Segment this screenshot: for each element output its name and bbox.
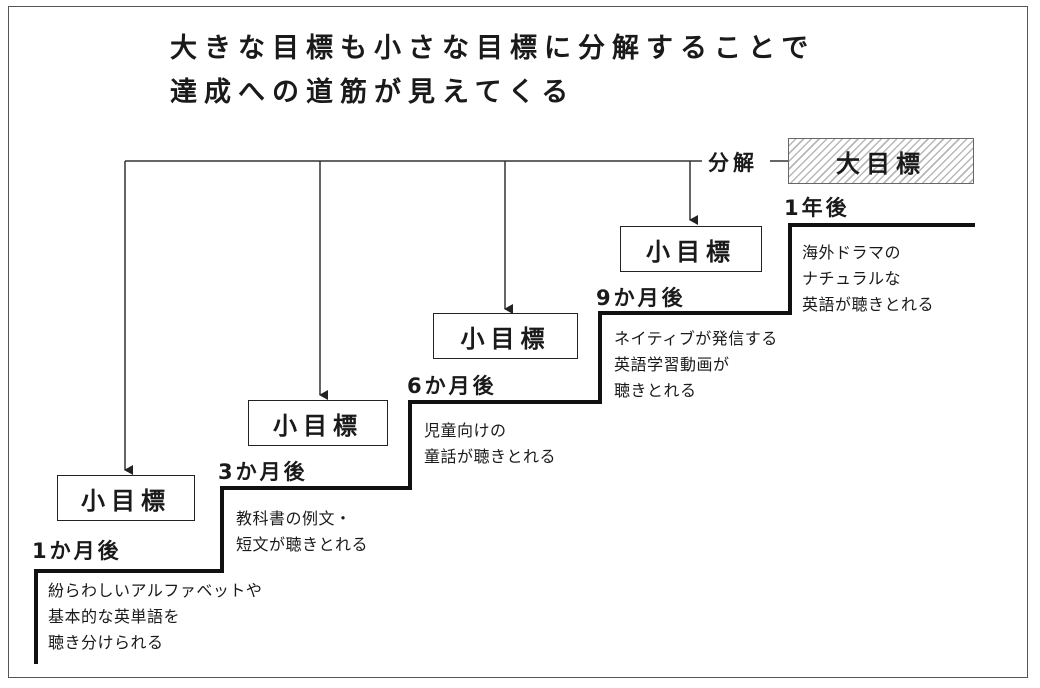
big-goal-desc-line: 英語が聴きとれる — [802, 295, 935, 314]
figure-frame — [8, 6, 1028, 678]
small-goal-time-2: 3か月後 — [218, 460, 308, 484]
small-goal-description-2: 教科書の例文・ 短文が聴きとれる — [236, 506, 368, 558]
small-goal-desc-line: ネイティブが発信する — [614, 329, 778, 348]
decompose-label: 分解 — [706, 147, 760, 177]
small-goal-desc-line: 紛らわしいアルファベットや — [48, 581, 263, 600]
small-goal-time-3: 6か月後 — [407, 374, 497, 398]
small-goal-box-3: 小目標 — [433, 313, 578, 359]
small-goal-desc-line: 童話が聴きとれる — [424, 447, 557, 466]
small-goal-desc-line: 基本的な英単語を — [48, 607, 181, 626]
small-goal-label: 小目標 — [646, 237, 736, 266]
big-goal-label: 大目標 — [836, 149, 926, 178]
small-goal-desc-line: 聴き分けられる — [48, 633, 164, 652]
big-goal-description: 海外ドラマの ナチュラルな 英語が聴きとれる — [802, 240, 934, 318]
small-goal-label: 小目標 — [460, 324, 551, 353]
small-goal-time-1: 1か月後 — [32, 539, 122, 563]
title-line-2: 達成への道筋が見えてくる — [170, 77, 576, 108]
small-goal-description-3: 児童向けの 童話が聴きとれる — [424, 418, 556, 470]
small-goal-box-1: 小目標 — [57, 475, 195, 521]
big-goal-desc-line: 海外ドラマの — [802, 243, 902, 262]
staircase-line — [34, 223, 975, 664]
small-goal-description-1: 紛らわしいアルファベットや 基本的な英単語を 聴き分けられる — [48, 578, 262, 656]
small-goal-desc-line: 児童向けの — [424, 421, 507, 440]
small-goal-desc-line: 英語学習動画が — [614, 355, 730, 374]
small-goal-box-4: 小目標 — [620, 226, 762, 272]
big-goal-box: 大目標 — [788, 138, 974, 184]
title-line-1: 大きな目標も小さな目標に分解することで — [170, 33, 816, 64]
big-goal-time: 1年後 — [784, 196, 850, 220]
small-goal-label: 小目標 — [273, 411, 363, 440]
small-goal-desc-line: 聴きとれる — [614, 381, 697, 400]
small-goal-description-4: ネイティブが発信する 英語学習動画が 聴きとれる — [614, 326, 778, 404]
small-goal-time-4: 9か月後 — [596, 286, 686, 310]
small-goal-desc-line: 短文が聴きとれる — [236, 535, 369, 554]
small-goal-desc-line: 教科書の例文・ — [236, 509, 352, 528]
small-goal-label: 小目標 — [81, 486, 171, 515]
small-goal-box-2: 小目標 — [248, 400, 388, 446]
big-goal-desc-line: ナチュラルな — [802, 269, 902, 288]
